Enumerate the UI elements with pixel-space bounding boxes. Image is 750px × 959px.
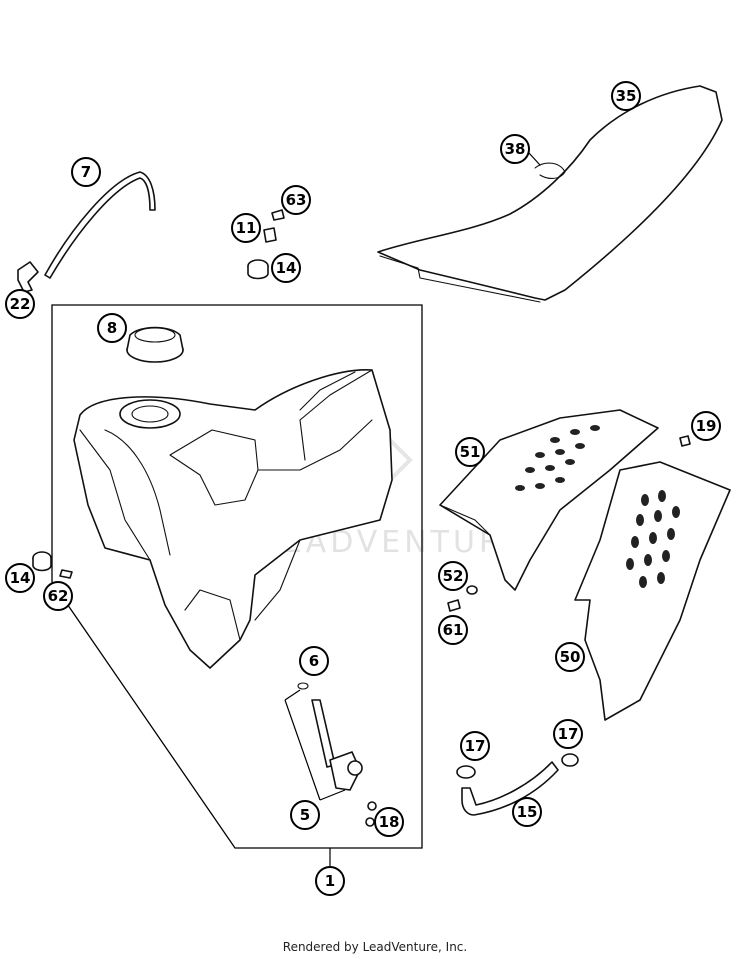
svg-text:17: 17 [465, 737, 486, 755]
callout-62: 62 [43, 581, 73, 611]
callout-14-top: 14 [271, 253, 301, 283]
callout-17-right: 17 [553, 719, 583, 749]
fuel-cap [126, 326, 184, 363]
o-ring [297, 682, 309, 690]
svg-text:17: 17 [558, 725, 579, 743]
fuel-tap [284, 682, 363, 801]
callout-5: 5 [290, 800, 320, 830]
svg-text:52: 52 [443, 567, 464, 585]
shroud-50 [574, 461, 731, 721]
svg-text:15: 15 [517, 803, 538, 821]
nut-11 [263, 227, 277, 243]
callout-38: 38 [500, 134, 530, 164]
fuel-tank [73, 369, 393, 669]
svg-text:38: 38 [505, 140, 526, 158]
svg-text:22: 22 [10, 295, 31, 313]
callout-11: 11 [231, 213, 261, 243]
callout-7: 7 [71, 157, 101, 187]
svg-text:11: 11 [236, 219, 257, 237]
svg-text:6: 6 [309, 652, 319, 670]
callout-15: 15 [512, 797, 542, 827]
svg-text:14: 14 [10, 569, 31, 587]
svg-text:18: 18 [379, 813, 400, 831]
callout-51: 51 [455, 437, 485, 467]
callout-19: 19 [691, 411, 721, 441]
callout-50: 50 [555, 642, 585, 672]
seat [377, 85, 723, 303]
hose-clamp-right [561, 753, 579, 767]
callout-35: 35 [611, 81, 641, 111]
svg-text:50: 50 [560, 648, 581, 666]
svg-text:1: 1 [325, 872, 335, 890]
leader-38 [528, 152, 541, 166]
svg-text:7: 7 [81, 163, 91, 181]
callout-63: 63 [281, 185, 311, 215]
footer-credit: Rendered by LeadVenture, Inc. [282, 940, 468, 954]
svg-text:63: 63 [286, 191, 307, 209]
callout-14-left: 14 [5, 563, 35, 593]
callout-6: 6 [299, 646, 329, 676]
screw-18 [365, 801, 377, 827]
fuel-hose [461, 761, 559, 816]
callout-61: 61 [438, 615, 468, 645]
svg-text:14: 14 [276, 259, 297, 277]
callout-22: 22 [5, 289, 35, 319]
svg-text:35: 35 [616, 87, 637, 105]
screw-61 [447, 599, 461, 612]
svg-text:5: 5 [300, 806, 310, 824]
bushing-14-left [32, 551, 52, 572]
svg-text:51: 51 [460, 443, 481, 461]
hose-fitting [17, 261, 39, 293]
hose-clamp-left [456, 765, 476, 779]
callout-1: 1 [315, 866, 345, 896]
screw-62 [59, 569, 73, 579]
breather-hose [44, 171, 156, 279]
screw-19 [679, 435, 691, 447]
callout-8: 8 [97, 313, 127, 343]
svg-text:62: 62 [48, 587, 69, 605]
callout-17-left: 17 [460, 731, 490, 761]
svg-text:61: 61 [443, 621, 464, 639]
svg-text:19: 19 [696, 417, 717, 435]
tank-assembly-frame [51, 304, 423, 849]
bushing-14-top [247, 259, 269, 280]
callout-52: 52 [438, 561, 468, 591]
callout-18: 18 [374, 807, 404, 837]
bolt-63 [271, 209, 285, 221]
shroud-51 [439, 409, 659, 591]
svg-text:8: 8 [107, 319, 117, 337]
washer-52 [466, 585, 478, 595]
